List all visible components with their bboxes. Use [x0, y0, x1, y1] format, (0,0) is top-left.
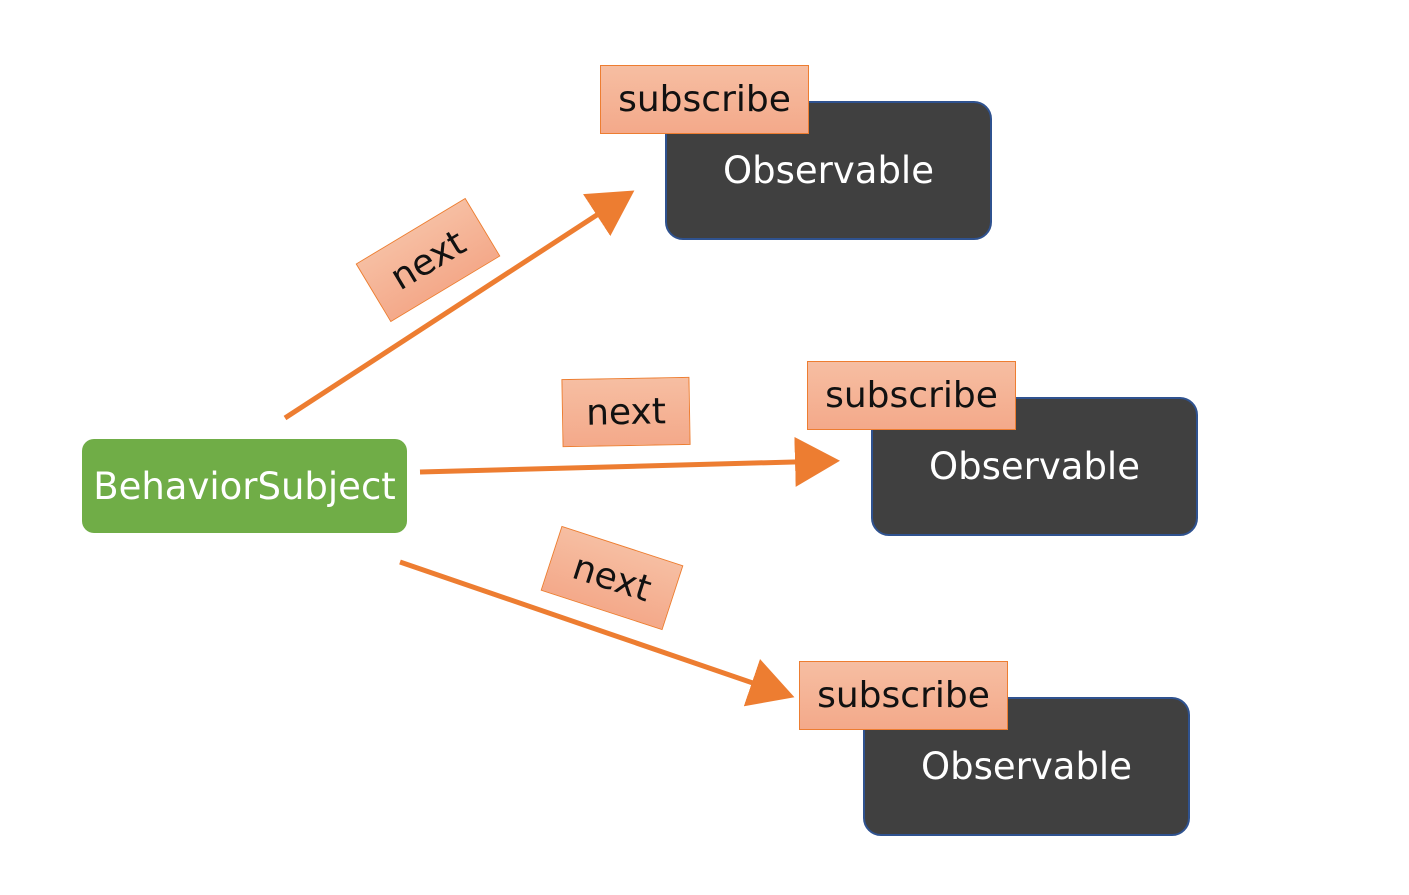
- subscribe-tag-2: subscribe: [807, 361, 1016, 430]
- next-label: next: [567, 546, 657, 610]
- next-arrow-3: [399, 559, 795, 707]
- subscribe-label: subscribe: [825, 375, 998, 416]
- observable-node-2: Observable: [871, 397, 1198, 536]
- observable-node-3: Observable: [863, 697, 1190, 836]
- observable-label: Observable: [723, 149, 934, 192]
- observable-label: Observable: [921, 745, 1132, 788]
- next-arrow-2: [419, 436, 840, 487]
- behavior-subject-label: BehaviorSubject: [93, 464, 396, 508]
- subscribe-label: subscribe: [618, 79, 791, 120]
- next-tag-2: next: [561, 376, 691, 448]
- observable-label: Observable: [929, 445, 1140, 488]
- next-label: next: [585, 390, 667, 434]
- next-arrow-1: [283, 190, 635, 421]
- subscribe-tag-3: subscribe: [799, 661, 1008, 730]
- subscribe-label: subscribe: [817, 675, 990, 716]
- behavior-subject-node: BehaviorSubject: [82, 439, 407, 533]
- subscribe-tag-1: subscribe: [600, 65, 809, 134]
